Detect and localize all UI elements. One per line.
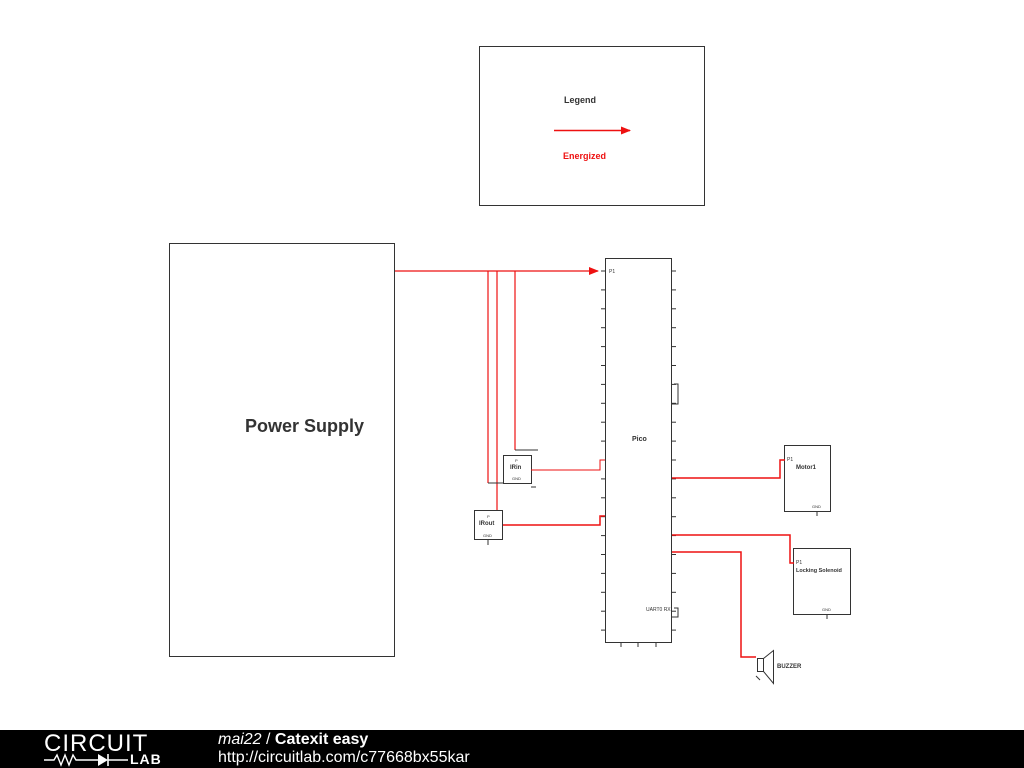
project-name: Catexit easy <box>274 731 369 748</box>
irin-sensor[interactable]: P IRin GND <box>488 449 605 488</box>
motor1-label: Motor1 <box>796 465 817 471</box>
speaker-icon <box>757 649 774 685</box>
legend-title: Legend <box>564 95 596 105</box>
pico-p1-label: P1 <box>609 269 615 275</box>
solenoid-gnd-label: GND <box>822 607 831 612</box>
power-supply-label: Power Supply <box>245 416 364 436</box>
pico-uart-label: UART0 RX <box>646 607 671 613</box>
wire-power-bus <box>395 267 599 510</box>
footer-bar: CIRCUIT LAB mai22 / Catexit easy http://… <box>0 730 1024 768</box>
legend-energized-label: Energized <box>563 151 606 161</box>
circuitlab-logo[interactable]: CIRCUIT LAB <box>44 730 184 768</box>
project-owner-link[interactable]: mai22 <box>218 731 262 748</box>
motor1-p1-label: P1 <box>787 457 793 463</box>
project-url-link[interactable]: http://circuitlab.com/c77668bx55kar <box>218 749 470 766</box>
motor1[interactable]: P1 Motor1 GND <box>672 445 831 517</box>
pico-pin-stubs <box>601 270 676 647</box>
pico-label: Pico <box>632 436 647 443</box>
irin-gnd-label: GND <box>512 476 521 481</box>
solenoid-label: Locking Solenoid <box>796 568 842 574</box>
logo-circuit-text: CIRCUIT <box>44 730 149 757</box>
buzzer-label: BUZZER <box>777 664 802 670</box>
power-supply[interactable]: Power Supply <box>169 243 395 657</box>
project-title: mai22 / Catexit easy <box>218 731 368 749</box>
pico-chip[interactable]: Pico P1 UART0 RX <box>601 258 679 648</box>
legend-box: Legend Energized <box>479 46 705 206</box>
title-separator: / <box>261 731 275 748</box>
locking-solenoid[interactable]: P1 Locking Solenoid GND <box>672 534 851 619</box>
logo-lab-text: LAB <box>130 751 162 767</box>
irout-sensor[interactable]: P IRout GND <box>474 510 606 546</box>
irout-gnd-label: GND <box>483 533 492 538</box>
irout-p-label: P <box>487 514 490 519</box>
solenoid-p1-label: P1 <box>796 560 802 566</box>
irout-label: IRout <box>479 521 494 527</box>
motor1-gnd-label: GND <box>812 504 821 509</box>
schematic-canvas: Legend Energized Power Supply Pico P1 UA… <box>169 46 851 685</box>
irin-label: IRin <box>510 465 522 471</box>
irin-p-label: P <box>515 458 518 463</box>
buzzer[interactable]: BUZZER <box>672 551 802 685</box>
resistor-diode-icon <box>44 753 128 767</box>
